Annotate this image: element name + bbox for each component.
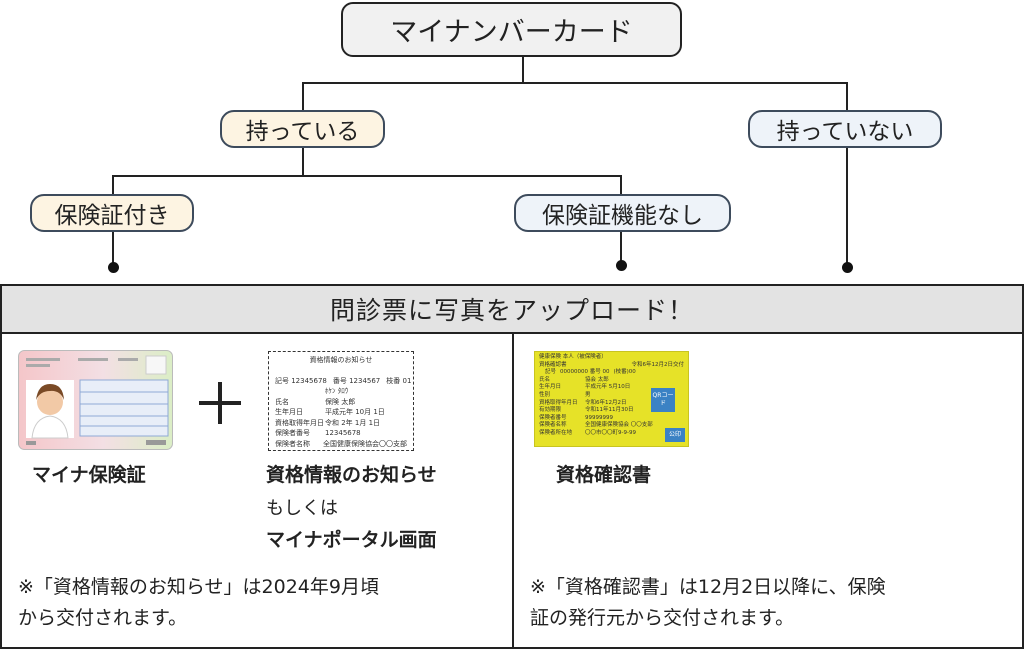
my-insurance-card-caption: マイナ保険証 <box>32 464 146 486</box>
qr-code-box: QRコード <box>651 388 675 412</box>
connector <box>846 148 848 266</box>
branch-end-dot <box>842 262 853 273</box>
branch-end-dot <box>616 260 627 271</box>
qualification-notice-caption: 資格情報のお知らせ <box>266 464 437 486</box>
official-stamp: 公印 <box>665 428 685 442</box>
my-number-insurance-card-image <box>18 350 173 450</box>
no-insurance-node: 保険証機能なし <box>514 194 731 232</box>
connector <box>620 175 622 195</box>
connector <box>302 148 304 176</box>
cert-title: 資格確認書 <box>539 361 567 368</box>
upload-panel-title: 問診票に写真をアップロード！ <box>2 286 1022 334</box>
connector <box>620 232 622 266</box>
with-insurance-node: 保険証付き <box>30 194 194 232</box>
have-card-node: 持っている <box>220 110 385 148</box>
connector <box>522 57 524 83</box>
no-card-node: 持っていない <box>748 110 942 148</box>
upload-panel: 問診票に写真をアップロード！ <box>0 284 1024 649</box>
or-text: もしくは <box>266 498 338 519</box>
cert-header: 健康保険 本人（被保険者） <box>539 354 607 360</box>
connector <box>846 82 848 112</box>
connector <box>112 232 114 266</box>
plus-icon <box>199 382 241 424</box>
connector <box>112 175 622 177</box>
branch-end-dot <box>108 262 119 273</box>
connector <box>302 82 304 112</box>
my-number-card-node: マイナンバーカード <box>341 2 682 57</box>
notice-title: 資格情報のお知らせ <box>309 356 373 364</box>
connector <box>302 82 848 84</box>
cert-issue-date: 令和6年12月2日交付 <box>631 361 685 368</box>
left-note: ※「資格情報のお知らせ」は2024年9月頃 から交付されます。 <box>18 576 379 629</box>
connector <box>112 175 114 195</box>
myna-portal-caption: マイナポータル画面 <box>266 529 437 551</box>
qualification-certificate-caption: 資格確認書 <box>556 464 652 486</box>
right-note: ※「資格確認書」は12月2日以降に、保険 証の発行元から交付されます。 <box>530 576 886 629</box>
panel-divider <box>512 334 514 649</box>
